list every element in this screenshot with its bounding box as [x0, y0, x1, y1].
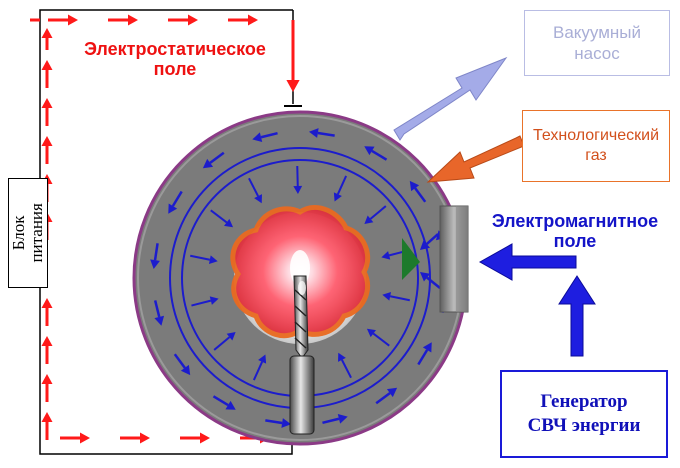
circulating-field-arrow: [308, 128, 335, 138]
es-arrow: [41, 98, 53, 126]
circulating-field-arrow: [265, 418, 292, 428]
circulating-field-arrow: [173, 353, 191, 376]
circulating-field-arrow: [375, 387, 398, 405]
radial-field-arrow: [338, 352, 352, 379]
radial-field-arrow: [190, 254, 218, 265]
electrostatic-field-label: Электростатическое поле: [84, 39, 266, 79]
es-arrow: [228, 14, 258, 26]
em-field-arrow: [478, 243, 577, 281]
vacuum-pump-arrow: [393, 56, 508, 141]
circulating-field-arrow: [202, 151, 225, 169]
dielectric-window-icon: [402, 238, 420, 280]
radial-field-arrow: [333, 175, 348, 202]
es-arrow: [41, 336, 53, 364]
power-supply-label: Блок питания: [9, 203, 46, 263]
radial-field-arrow: [293, 166, 303, 195]
circulating-field-arrow: [150, 243, 160, 270]
circulating-field-arrow: [409, 180, 427, 203]
es-arrow: [120, 432, 150, 444]
es-arrow: [180, 432, 210, 444]
circulating-field-arrow: [168, 190, 183, 214]
radial-field-arrow: [213, 331, 236, 351]
vacuum-pump-box: Вакуумный насос: [524, 10, 670, 76]
radial-field-arrow: [366, 328, 390, 347]
radial-field-arrow: [191, 296, 219, 307]
es-arrow: [60, 432, 90, 444]
port-field-arrow: [420, 272, 441, 289]
circulating-field-arrow: [417, 342, 432, 366]
circulating-field-arrow: [212, 395, 236, 410]
es-arrow: [41, 60, 53, 88]
em-field-label: Электромагнитное поле: [491, 211, 659, 251]
circulating-field-arrow: [252, 131, 278, 143]
es-arrow: [41, 298, 53, 326]
es-arrow: [108, 14, 138, 26]
port-field-arrow: [420, 233, 439, 250]
circulating-field-arrow: [153, 300, 165, 326]
circulating-field-arrow: [364, 146, 388, 161]
es-arrow: [168, 14, 198, 26]
circulating-field-arrow: [322, 413, 348, 425]
generator-arrow: [558, 275, 596, 357]
es-arrow: [41, 374, 53, 402]
radial-field-arrow: [382, 291, 410, 302]
process-gas-box: Технологический газ: [522, 110, 670, 182]
drill-bit-icon: [289, 275, 315, 435]
microwave-port: [402, 205, 469, 313]
es-arrow: [286, 20, 300, 92]
radial-field-arrow: [364, 205, 387, 225]
es-arrow: [48, 14, 78, 26]
es-arrow: [41, 136, 53, 164]
process-gas-arrow: [426, 135, 525, 183]
es-arrow: [41, 412, 53, 440]
es-arrow: [41, 28, 53, 50]
microwave-generator-box: Генератор СВЧ энергии: [500, 370, 668, 458]
power-supply-box: Блок питания: [8, 178, 48, 288]
radial-field-arrow: [248, 177, 262, 204]
radial-field-arrow: [252, 354, 267, 381]
radial-field-arrow: [210, 209, 234, 228]
